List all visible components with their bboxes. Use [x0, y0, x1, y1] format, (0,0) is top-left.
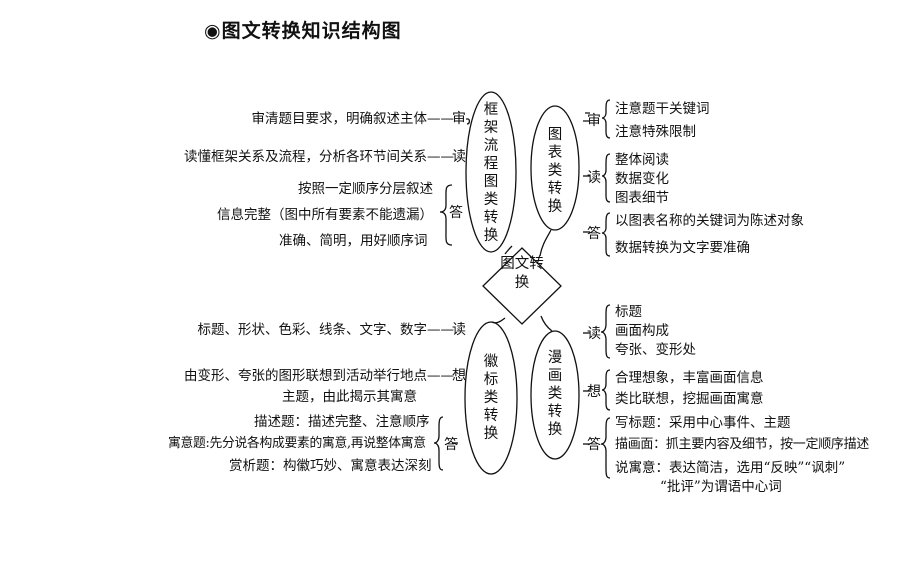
diagram-title: ◉图文转换知识结构图 [204, 20, 402, 42]
emblem-branch-name: 徽标类转换 [483, 354, 499, 442]
emblem-ellipse [464, 321, 518, 475]
framework-answer-item-2: 信息完整（图中所有要素不能遗漏） [217, 207, 433, 223]
chart-answer-item-2: 数据转换为文字要准确 [615, 240, 750, 256]
emblem-think-label: 想 [452, 368, 466, 384]
chart-read-item-1: 整体阅读 [615, 152, 669, 168]
chart-ellipse [530, 105, 580, 231]
comic-answer-label: 答 [587, 437, 601, 453]
emblem-read-item: 标题、形状、色彩、线条、文字、数字—— [197, 322, 455, 338]
comic-branch-name: 漫画类转换 [547, 350, 563, 438]
comic-answer-item-1: 写标题：采用中心事件、主题 [615, 415, 791, 431]
comic-think-item-2: 类比联想，挖掘画面寓意 [615, 391, 764, 407]
emblem-answer-item-1: 描述题：描述完整、注意顺序 [254, 414, 430, 430]
chart-read-label: 读 [587, 170, 601, 186]
comic-think-label: 想 [587, 384, 601, 400]
comic-answer-item-3: 说寓意：表达简洁，选用“反映”“讽刺” [615, 460, 846, 476]
center-node-label: 图文转换 [500, 256, 544, 291]
framework-review-item: 审清题目要求，明确叙述主体—— [251, 111, 455, 127]
comic-answer-item-4: “批评”为谓语中心词 [660, 479, 782, 495]
emblem-answer-item-2: 寓意题:先分说各构成要素的寓意,再说整体寓意 [168, 436, 426, 451]
framework-answer-item-3: 准确、简明，用好顺序词 [279, 233, 428, 249]
comic-read-item-2: 画面构成 [615, 323, 669, 339]
center-diamond [482, 247, 562, 325]
emblem-think-item-1: 由变形、夸张的图形联想到活动举行地点—— [184, 368, 454, 384]
chart-read-item-3: 图表细节 [615, 190, 669, 206]
comic-think-item-1: 合理想象，丰富画面信息 [615, 370, 764, 386]
emblem-answer-label: 答 [444, 437, 458, 453]
framework-ellipse [465, 91, 517, 253]
chart-branch-name: 图表类转换 [547, 127, 563, 215]
emblem-read-label: 读 [452, 322, 466, 338]
comic-read-label: 读 [587, 326, 601, 342]
framework-answer-label: 答 [449, 205, 463, 221]
framework-review-label: 审 [452, 111, 466, 127]
chart-review-item-2: 注意特殊限制 [615, 124, 696, 140]
chart-answer-label: 答 [587, 226, 601, 242]
comic-ellipse [530, 330, 580, 460]
framework-answer-item-1: 按照一定顺序分层叙述 [298, 181, 433, 197]
comic-read-item-1: 标题 [615, 304, 642, 320]
comic-read-item-3: 夸张、变形处 [615, 342, 696, 358]
framework-read-label: 读 [452, 149, 466, 165]
framework-read-item: 读懂框架关系及流程，分析各环节间关系—— [184, 149, 454, 165]
emblem-answer-item-3: 赏析题：构徽巧妙、寓意表达深刻 [229, 458, 432, 474]
chart-read-item-2: 数据变化 [615, 171, 669, 187]
chart-review-item-1: 注意题干关键词 [615, 101, 710, 117]
framework-branch-name: 框架流程图类转换 [483, 102, 499, 244]
emblem-think-item-2: 主题，由此揭示其寓意 [282, 389, 417, 405]
chart-answer-item-1: 以图表名称的关键词为陈述对象 [615, 213, 804, 229]
comic-answer-item-2: 描画面：抓主要内容及细节，按一定顺序描述 [615, 437, 870, 452]
chart-review-label: 审 [587, 113, 601, 129]
